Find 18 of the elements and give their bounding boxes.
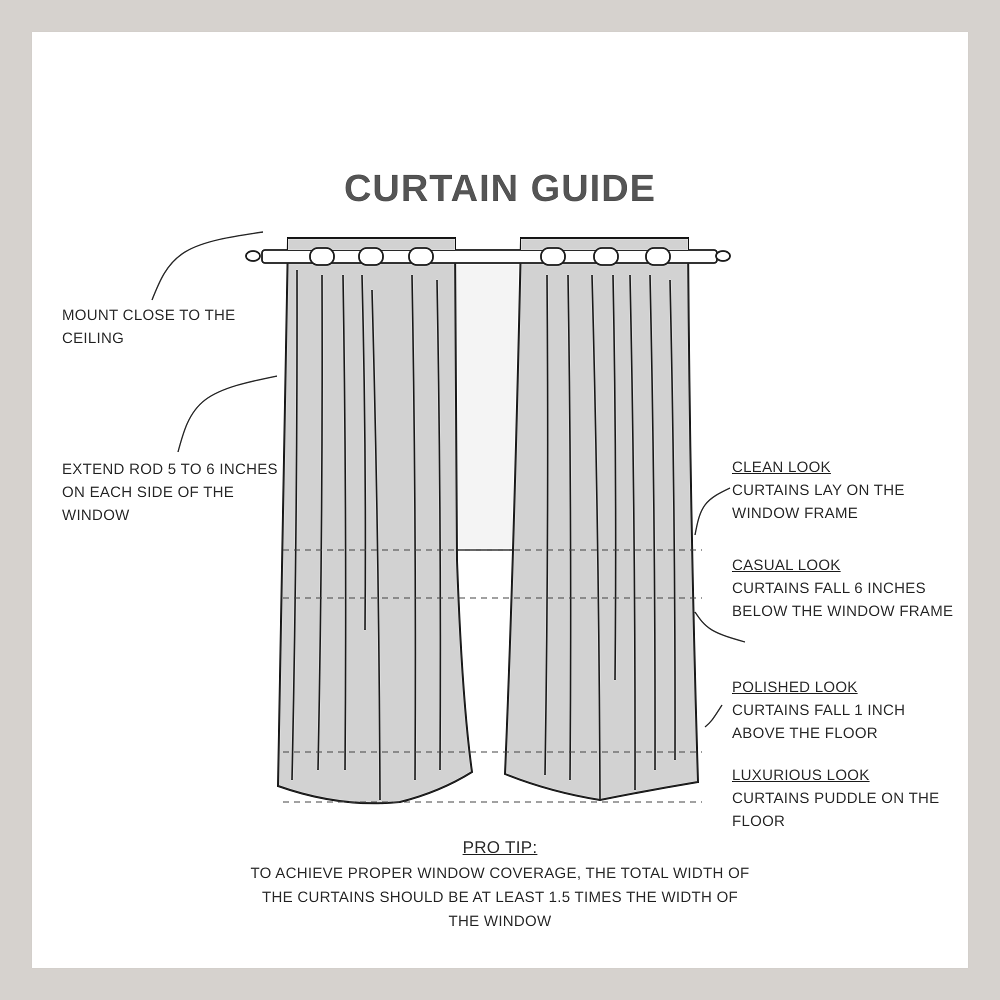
guide-text: CURTAINS PUDDLE ON THE FLOOR [732,789,940,832]
look-heading: CLEAN LOOK [732,458,832,478]
tip-heading: PRO TIP: [462,837,538,859]
leader-line [694,612,746,643]
tip-text: TO ACHIEVE PROPER WINDOW COVERAGE, THE TOTAL WIDTH OF THE CURTAINS SHOULD BE AT LEAST 1.5 TIMES THE WIDTH OF THE WINDOW [250,864,750,932]
leader-line [704,704,723,728]
guide-text: CURTAINS LAY ON THE WINDOW FRAME [732,481,906,524]
leader-line [694,487,730,536]
leader-line [177,375,278,452]
guide-text: CURTAINS FALL 1 INCH ABOVE THE FLOOR [732,701,906,744]
guide-text: MOUNT CLOSE TO THE CEILING [62,306,236,349]
title: CURTAIN GUIDE [342,168,658,211]
guide-text: EXTEND ROD 5 TO 6 INCHES ON EACH SIDE OF THE WINDOW [62,460,279,526]
guide-text: CURTAINS FALL 6 INCHES BELOW THE WINDOW FRAME [732,579,954,622]
look-heading: POLISHED LOOK [732,678,859,698]
leader-line [151,231,264,300]
look-heading: CASUAL LOOK [732,556,842,576]
look-heading: LUXURIOUS LOOK [732,766,871,786]
